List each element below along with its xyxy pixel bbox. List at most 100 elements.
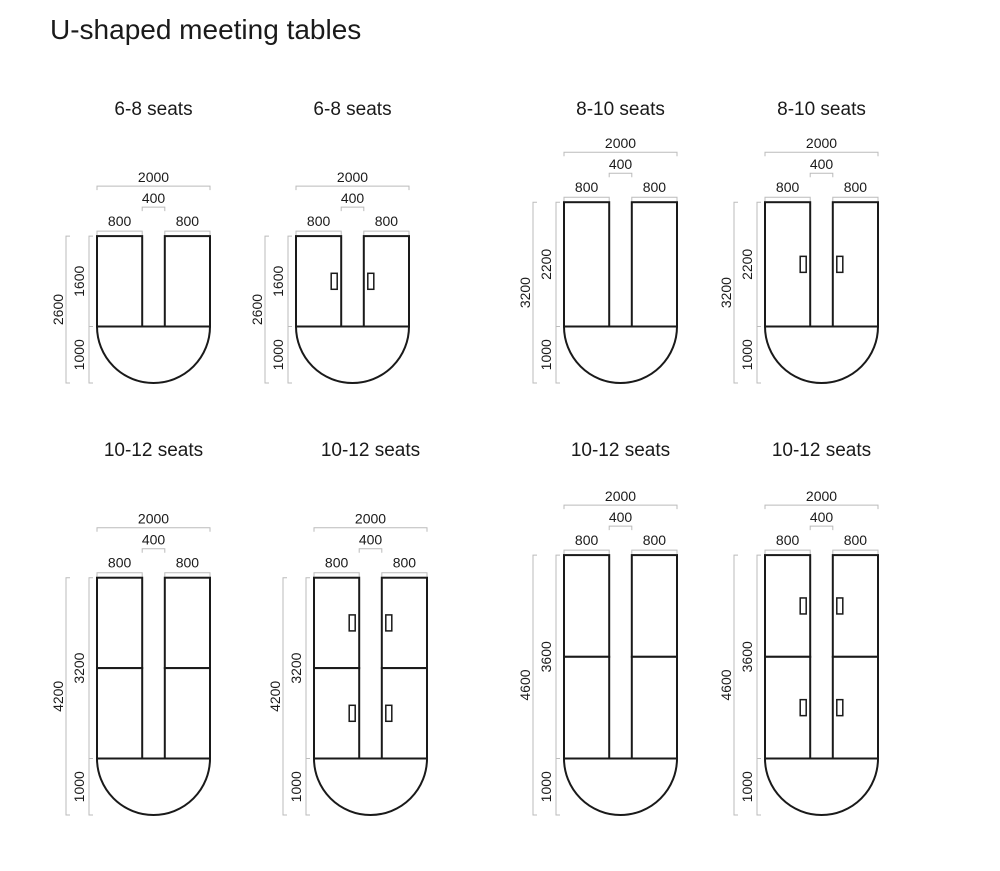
dimension-line: [532, 201, 537, 384]
dimension-total-length: 4200: [50, 681, 66, 712]
dimension-line: [381, 572, 428, 577]
dimension-arm-left: 800: [108, 213, 132, 229]
dimension-line: [555, 554, 560, 759]
dimension-line: [631, 549, 678, 555]
power-outlet-icon: [799, 698, 807, 717]
dimension-arm-right: 800: [176, 213, 200, 229]
dimension-line: [756, 201, 761, 327]
dimension-arm-left: 800: [776, 532, 800, 548]
dimension-gap: 400: [142, 190, 166, 206]
table-round-end: [763, 757, 880, 816]
dimension-line: [295, 185, 410, 191]
power-outlet-icon: [836, 597, 844, 615]
dimension-arm-length: 3200: [288, 652, 304, 683]
dimension-total-length: 2600: [50, 294, 66, 325]
table-arm-right-module: [163, 576, 212, 670]
page-title: U-shaped meeting tables: [50, 14, 362, 45]
dimension-line: [96, 527, 211, 532]
dimension-line: [809, 172, 834, 178]
dimension-line: [88, 326, 93, 384]
dimension-width: 2000: [605, 488, 636, 504]
table-title: 6-8 seats: [313, 99, 391, 120]
table-arm-right-module: [163, 667, 212, 760]
table-round-end: [95, 757, 212, 816]
dimension-line: [733, 554, 738, 816]
dimension-total-length: 4200: [267, 681, 283, 712]
dimension-line: [832, 196, 879, 202]
dimension-gap: 400: [142, 532, 166, 548]
dimension-line: [563, 549, 610, 555]
dimension-line: [340, 206, 365, 212]
table-arm-right-module: [630, 554, 678, 658]
dimension-arm-length: 2200: [538, 249, 554, 280]
dimension-gap: 400: [609, 156, 633, 172]
dimension-arm-length: 2200: [739, 249, 755, 280]
dimension-arm-right: 800: [393, 555, 417, 571]
dimension-line: [313, 572, 360, 577]
dimension-width: 2000: [337, 169, 368, 185]
dimension-depth: 1000: [270, 339, 286, 370]
table-arm-left-module: [563, 655, 611, 760]
dimension-width: 2000: [138, 511, 169, 527]
power-outlet-icon: [348, 704, 356, 723]
dimension-depth: 1000: [538, 339, 554, 370]
dimension-line: [631, 196, 678, 202]
dimension-total-length: 2600: [249, 294, 265, 325]
dimension-depth: 1000: [71, 339, 87, 370]
power-outlet-icon: [836, 255, 844, 274]
dimension-arm-left: 800: [776, 179, 800, 195]
dimension-line: [96, 230, 143, 236]
dimension-line: [164, 572, 211, 577]
power-outlet-icon: [330, 272, 338, 291]
dimension-line: [96, 572, 143, 577]
dimension-arm-left: 800: [108, 555, 132, 571]
dimension-line: [555, 326, 560, 384]
dimension-line: [96, 185, 211, 191]
table-arm-right-module: [630, 201, 678, 328]
dimension-line: [608, 525, 633, 531]
dimension-line: [555, 201, 560, 327]
table-arm-left-module: [563, 554, 611, 658]
table-title: 10-12 seats: [104, 440, 203, 461]
dimension-arm-left: 800: [325, 555, 349, 571]
dimension-arm-length: 1600: [71, 266, 87, 297]
dimension-line: [313, 527, 428, 532]
dimension-arm-right: 800: [844, 532, 868, 548]
table-round-end: [562, 757, 679, 816]
dimension-line: [764, 196, 811, 202]
dimension-arm-left: 800: [307, 213, 331, 229]
dimension-line: [756, 326, 761, 384]
dimension-line: [733, 201, 738, 384]
dimension-arm-length: 3600: [538, 641, 554, 672]
dimension-line: [65, 577, 70, 816]
dimension-line: [532, 554, 537, 816]
dimension-gap: 400: [609, 509, 633, 525]
dimension-line: [358, 548, 383, 553]
dimension-depth: 1000: [71, 771, 87, 802]
dimension-depth: 1000: [739, 771, 755, 802]
dimension-line: [563, 196, 610, 202]
power-outlet-icon: [799, 255, 807, 274]
table-arm-left-module: [96, 576, 144, 670]
table-title: 10-12 seats: [321, 440, 420, 461]
dimension-gap: 400: [359, 532, 383, 548]
power-outlet-icon: [348, 614, 356, 632]
dimension-total-length: 4600: [718, 669, 734, 700]
table-round-end: [562, 325, 679, 384]
table-arm-right-module: [630, 655, 678, 760]
dimension-line: [88, 758, 93, 816]
dimension-total-length: 3200: [718, 277, 734, 308]
table-arm-left-module: [295, 235, 343, 328]
table-arm-left-module: [96, 667, 144, 760]
dimension-depth: 1000: [538, 771, 554, 802]
dimension-line: [305, 758, 310, 816]
dimension-depth: 1000: [739, 339, 755, 370]
table-title: 6-8 seats: [114, 99, 192, 120]
power-outlet-icon: [367, 272, 375, 291]
dimension-line: [282, 577, 287, 816]
